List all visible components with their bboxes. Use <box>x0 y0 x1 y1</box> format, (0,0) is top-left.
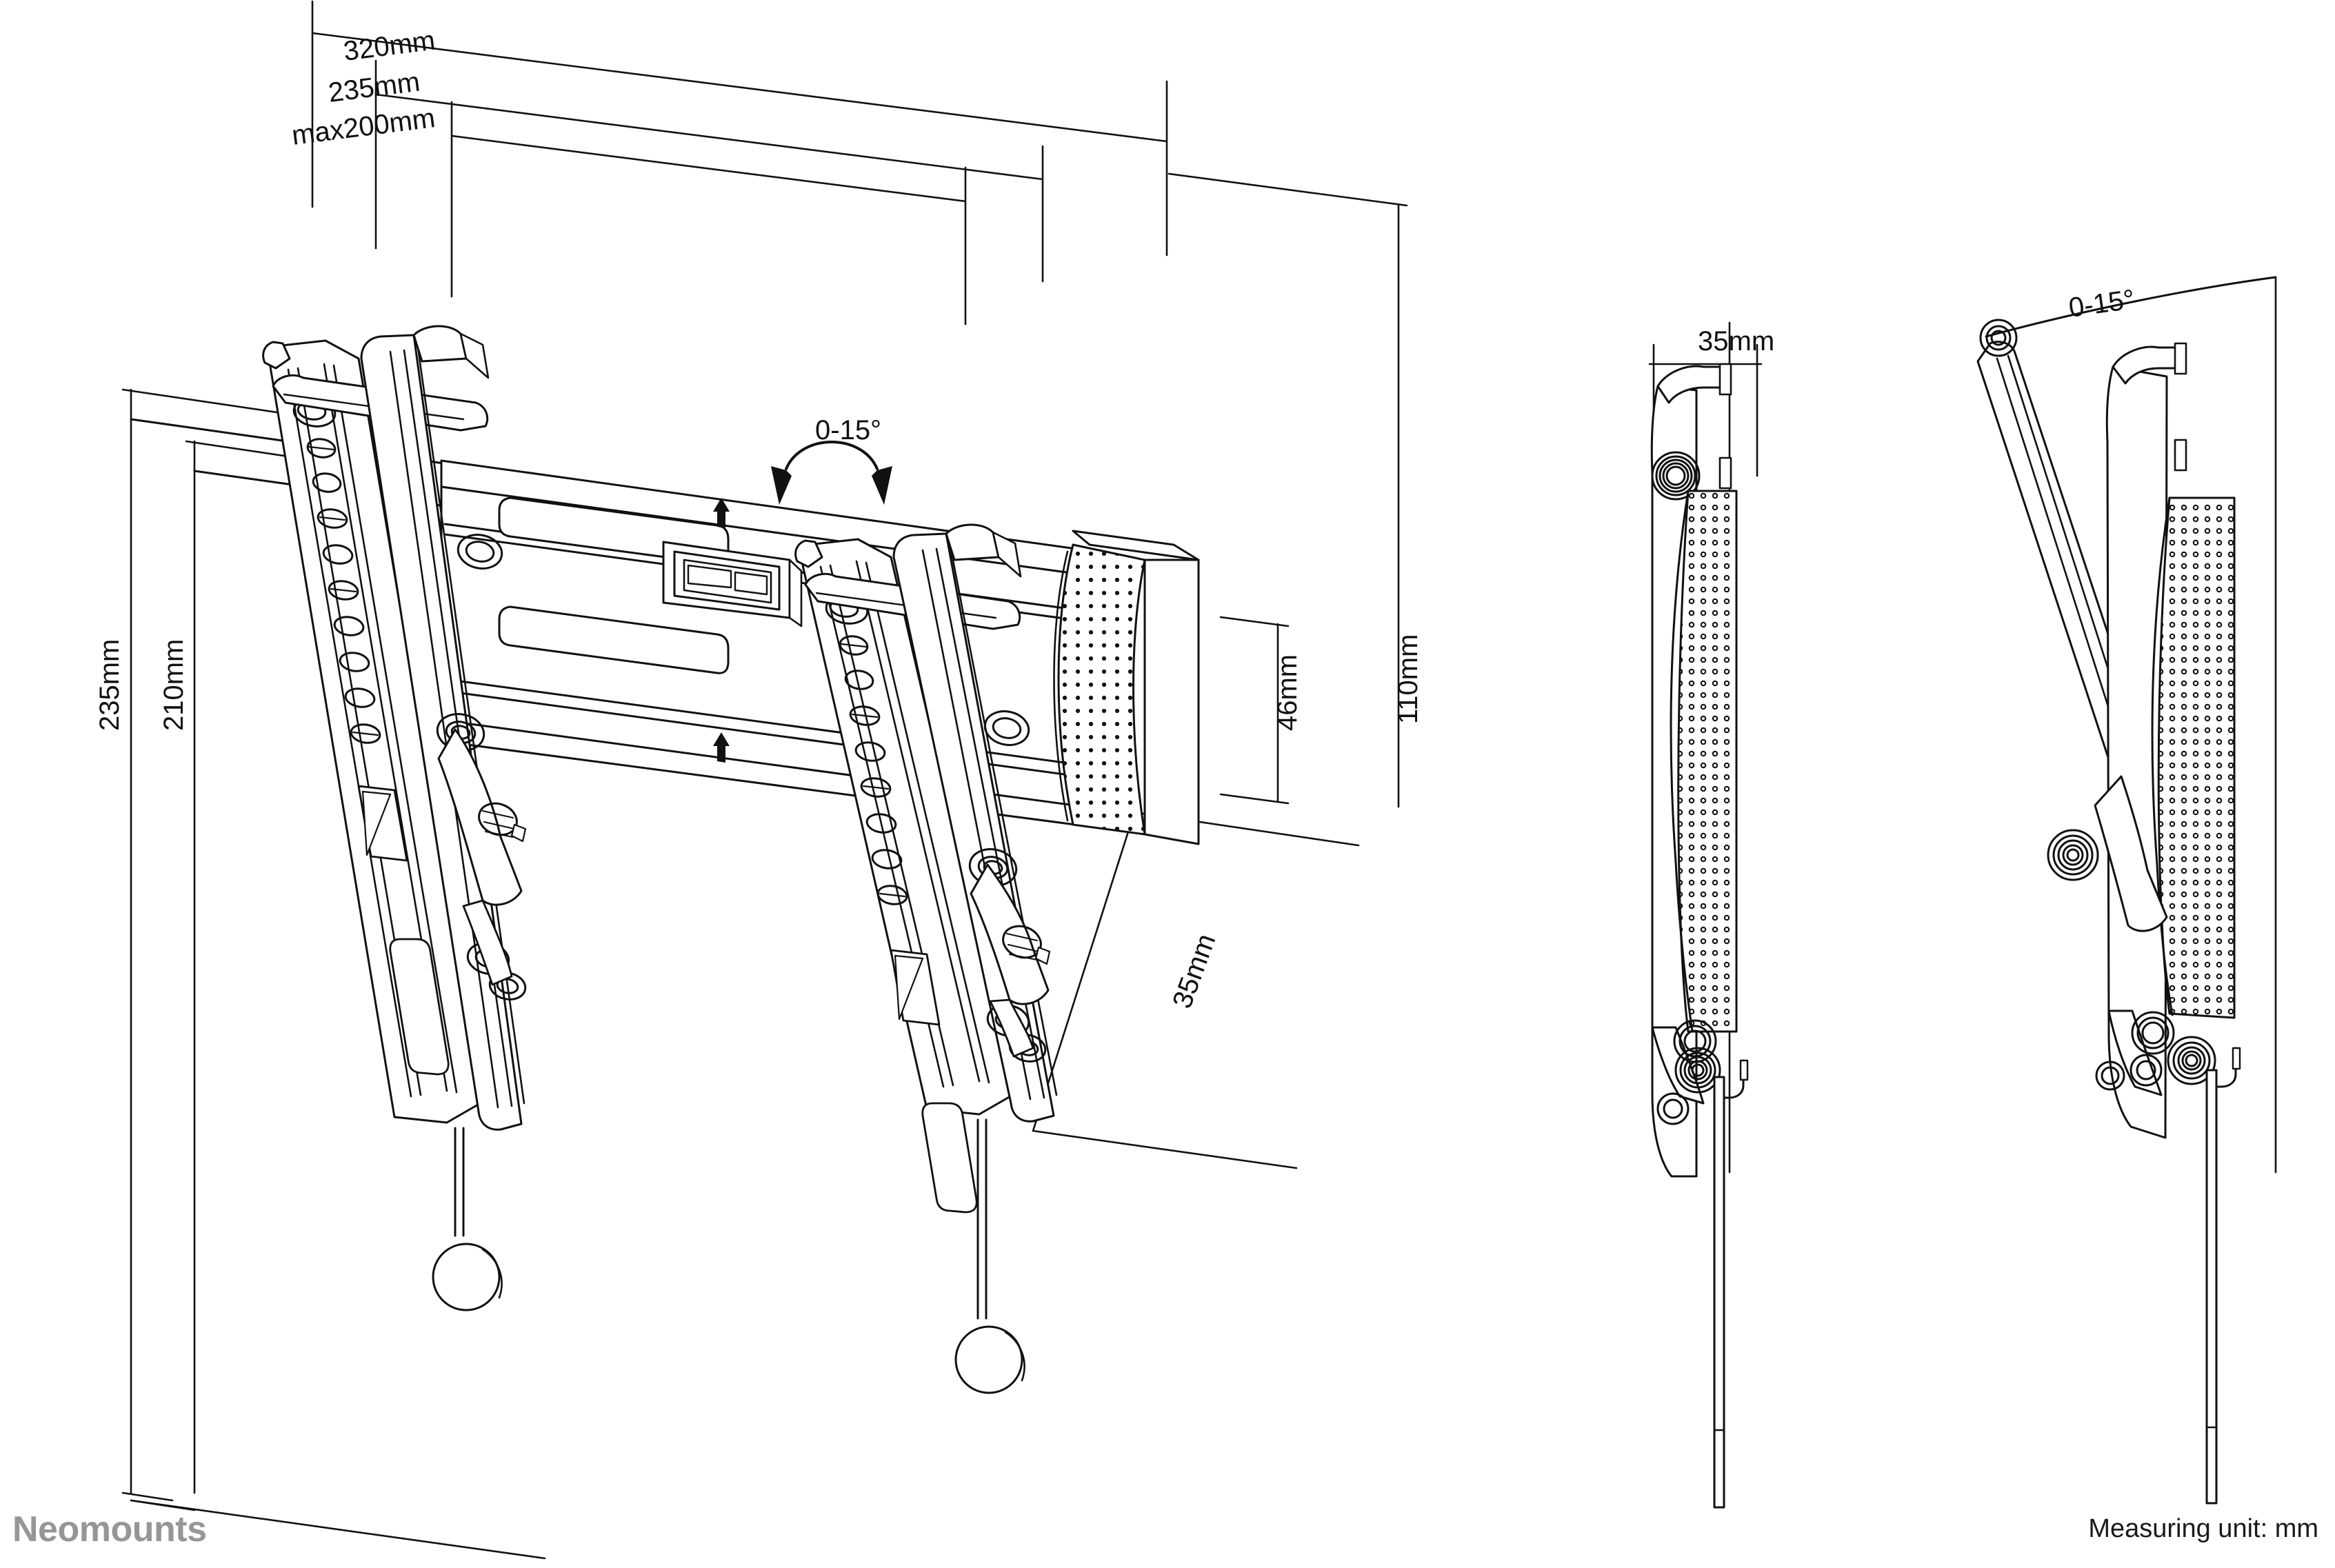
dim-46: 46mm <box>1272 654 1303 731</box>
orientation-up-arrow-icon-top <box>713 498 730 528</box>
dim-35-side: 35mm <box>1698 326 1774 356</box>
horizontal-wall-rail <box>440 459 1098 829</box>
orientation-up-arrow-icon-bottom <box>713 732 730 763</box>
side-profile-view <box>1648 321 1763 1509</box>
angle-tilted: 0-15° <box>2067 284 2136 323</box>
dim-110: 110mm <box>1393 634 1423 724</box>
pivot-boss-bottom-side <box>1674 1047 1721 1094</box>
dim-320: 320mm <box>342 26 437 67</box>
release-pull-cord-left <box>432 1127 503 1311</box>
pivot-boss-upper-side <box>1651 451 1701 501</box>
release-pull-cord-right <box>954 1118 1025 1394</box>
pivot-boss-lower-tilted <box>2131 1011 2175 1055</box>
screw-hole-column-left <box>292 397 381 744</box>
tilt-link-lever-left <box>437 728 527 986</box>
pivot-boss-mid-tilted <box>2047 829 2099 881</box>
side-tilted-view <box>1976 276 2277 1505</box>
wall-spacer-pad-right <box>1053 530 1200 845</box>
dim-235-w: 235mm <box>327 67 422 108</box>
dim-35-leader: 35mm <box>1167 930 1221 1012</box>
measuring-unit-note: Measuring unit: mm <box>2088 1514 2318 1543</box>
angle-front: 0-15° <box>815 415 881 445</box>
tv-bracket-arm-left <box>262 339 484 1124</box>
screw-hole-column-right <box>825 594 908 905</box>
brand-logo: Neomounts <box>12 1509 207 1549</box>
bubble-level-module <box>662 541 803 627</box>
pivot-eye-top-tilted <box>1979 319 2018 357</box>
tilt-link-lever-right <box>970 863 1051 1058</box>
dim-210-h: 210mm <box>159 639 189 731</box>
tilt-angle-arc-front <box>771 441 892 505</box>
tv-bracket-arm-right <box>794 538 1016 1214</box>
dim-235-h: 235mm <box>94 639 125 731</box>
pivot-boss-bottom-tilted <box>2167 1036 2216 1085</box>
